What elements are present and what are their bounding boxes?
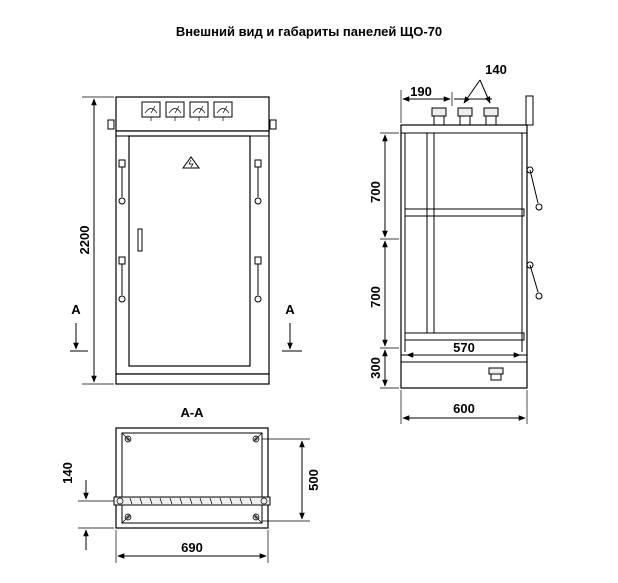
section-width-dimension: 690 bbox=[181, 540, 203, 555]
upper-segment-dimension: 700 bbox=[368, 181, 383, 203]
height-label: 2200 bbox=[77, 226, 92, 255]
cable-gland bbox=[488, 367, 504, 375]
cabinet-plinth bbox=[115, 373, 270, 385]
top-insulators bbox=[431, 107, 499, 126]
door-handle bbox=[137, 228, 143, 252]
section-marker-right: A bbox=[282, 302, 302, 352]
section-outline bbox=[115, 427, 269, 529]
cabinet-door bbox=[128, 135, 251, 367]
right-switch-handles bbox=[254, 159, 262, 303]
section-label: A-A bbox=[180, 405, 204, 420]
overall-width-dimension: 600 bbox=[453, 401, 475, 416]
inner-width-dimension: 570 bbox=[453, 340, 475, 355]
section-depth-dimension: 500 bbox=[306, 469, 321, 491]
svg-text:A: A bbox=[285, 302, 295, 317]
rail-terminals bbox=[116, 497, 268, 505]
rear-post bbox=[525, 95, 534, 126]
side-levers bbox=[526, 166, 543, 300]
corner-bolts bbox=[124, 435, 260, 521]
rail-offset-dimension: 140 bbox=[60, 462, 75, 484]
svg-text:A: A bbox=[71, 302, 81, 317]
middle-segment-dimension: 700 bbox=[368, 286, 383, 308]
left-switch-handles bbox=[118, 159, 126, 303]
drawing-title: Внешний вид и габариты панелей ЩО-70 bbox=[175, 24, 443, 39]
meter-gauges bbox=[141, 101, 233, 121]
top-right-dimension: 140 bbox=[485, 62, 507, 77]
high-voltage-warning-icon bbox=[182, 156, 200, 169]
top-left-dimension: 190 bbox=[410, 84, 432, 99]
front-view: 2200 A A bbox=[70, 96, 302, 385]
lower-segment-dimension: 300 bbox=[368, 357, 383, 379]
side-view: 190 140 700 700 300 570 600 bbox=[368, 62, 543, 424]
section-view: A-A 500 140 690 bbox=[60, 405, 321, 563]
section-marker-left: A bbox=[70, 302, 88, 352]
side-frame bbox=[400, 124, 528, 389]
